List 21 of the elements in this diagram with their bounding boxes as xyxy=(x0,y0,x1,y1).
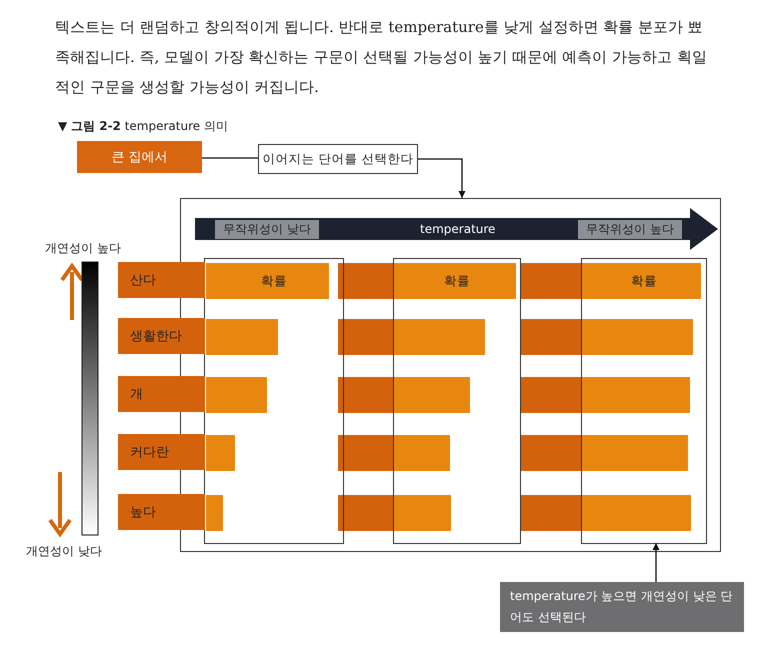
arrow xyxy=(652,543,660,582)
temperature-frame xyxy=(180,198,721,552)
word-bar: 커다란 xyxy=(118,434,205,470)
connector-line xyxy=(202,157,258,159)
step-box: 이어지는 단어를 선택한다 xyxy=(258,144,418,174)
callout-note: temperature가 높으면 개연성이 낮은 단어도 선택된다 xyxy=(500,582,744,632)
word-bar: 개 xyxy=(118,376,205,412)
word-bar: 산다 xyxy=(118,262,205,298)
axis-label: 개연성이 낮다 xyxy=(26,543,102,560)
word-bar: 높다 xyxy=(118,494,205,530)
body-paragraph: 텍스트는 더 랜덤하고 창의적이게 됩니다. 반대로 temperature를 낮게 설정하면 확률 분포가 뾰족해집니다. 즉, 모델이 가장 확신하는 구문이 선택될 가능성이 높기 때문에 예측이 가능하고 획일적인 구문을 생성할 가능성이 커집니다. xyxy=(55,17,708,98)
distribution-column: 확률 xyxy=(581,258,707,544)
axis-label: temperature xyxy=(420,222,496,236)
scale-label: 무작위성이 높다 xyxy=(578,220,682,239)
arrow xyxy=(418,158,466,198)
figure-title: ▼ 그림 2-2 temperature 의미 xyxy=(58,118,228,135)
distribution-column: 확률 xyxy=(393,258,521,544)
start-word-box: 큰 집에서 xyxy=(77,141,202,173)
scale-label: 무작위성이 낮다 xyxy=(215,220,319,239)
axis-label: 개연성이 높다 xyxy=(45,240,121,257)
word-bar: 생활한다 xyxy=(118,318,205,354)
